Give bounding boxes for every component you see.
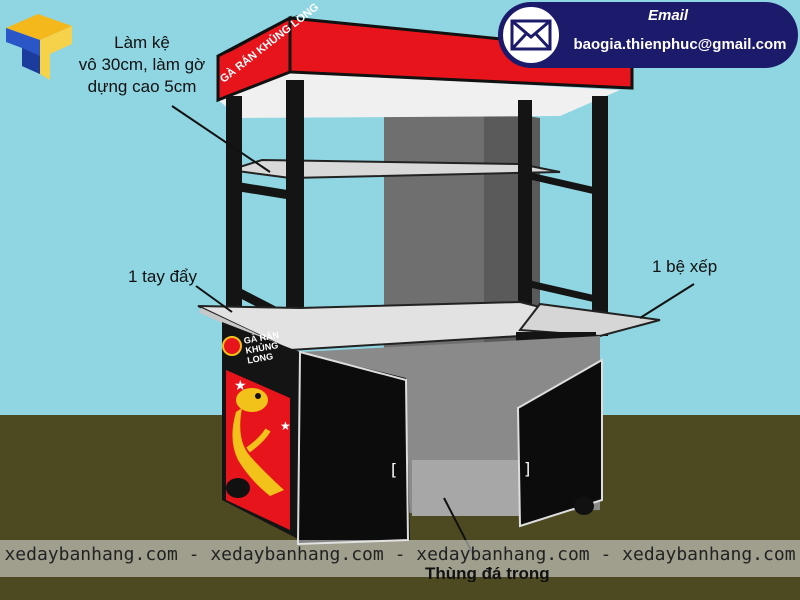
callout-line-fold [639,283,695,319]
callout-shelf-line: dựng cao 5cm [87,77,197,96]
cabinet-door-right [516,358,603,528]
brand-mark-icon [222,336,242,356]
watermark-text: xedaybanhang.com - xedaybanhang.com - xe… [4,544,796,565]
envelope-icon [500,4,562,66]
cabinet-door-left [296,350,410,546]
callout-line-shelf [171,105,271,173]
callout-fold: 1 bệ xếp [652,257,718,276]
door-handle-icon: [ [391,460,397,479]
folding-ledge [518,302,661,338]
email-address: baogia.thienphuc@gmail.com [573,36,787,53]
callout-line-handle [195,285,233,313]
post-front-right [286,80,304,350]
callout-shelf-line: Làm kệ [114,33,170,52]
door-handle-icon: ] [524,459,530,478]
dinosaur-mascot [232,388,284,496]
logo-icon [6,14,72,80]
ice-box [412,460,522,516]
callout-shelf-line: vô 30cm, làm gờ [78,55,206,74]
top-shelf [229,158,561,180]
callout-icebox: Thùng đá trong [425,564,550,582]
wheel [574,497,594,515]
email-contact-badge: Email baogia.thienphuc@gmail.com [498,2,798,68]
post-back-left [518,100,532,350]
star-icon: ★ [280,419,291,433]
callout-handle: 1 tay đẩy [128,267,197,286]
watermark-band [0,540,800,577]
callout-shelf: Làm kệ vô 30cm, làm gờ dựng cao 5cm [62,32,222,98]
email-label: Email [647,7,689,24]
post-front-left [226,96,242,326]
star-icon: ★ [234,378,247,394]
post-back-right [592,96,608,336]
wheel [226,478,250,498]
